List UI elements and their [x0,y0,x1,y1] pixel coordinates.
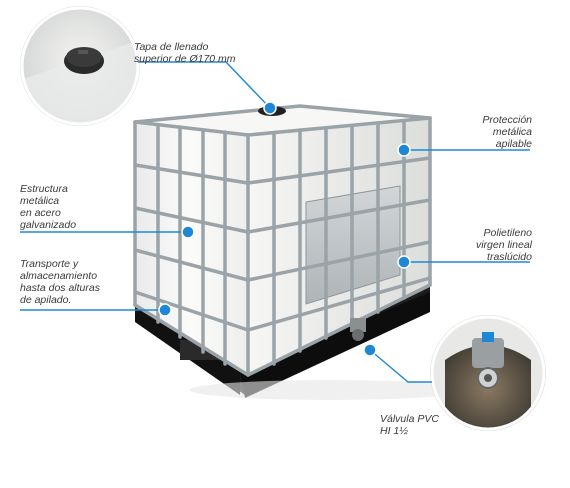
dot-tapa [263,101,277,115]
dot-proteccion [397,143,411,157]
dot-polietileno [397,255,411,269]
leader-valvula [369,349,432,383]
dot-transporte [158,303,172,317]
label-transporte: Transporte y almacenamiento hasta dos al… [20,258,100,306]
leader-tapa [138,61,271,109]
tank-valve [350,318,366,341]
label-tapa: Tapa de llenado superior de Ø170 mm [134,41,236,65]
label-polietileno: Polietileno virgen lineal traslúcido [475,227,532,263]
valve-zoom-circle [430,315,546,431]
metal-cage [133,104,432,377]
label-estructura: Estructura metálica en acero galvanizado [20,183,77,231]
label-valvula: Válvula PVC HI 1½ [380,413,439,437]
dot-valvula [363,343,377,357]
dot-estructura [181,225,195,239]
label-proteccion: Protección metálica apilable [482,114,532,150]
cap-zoom-circle [20,6,140,126]
